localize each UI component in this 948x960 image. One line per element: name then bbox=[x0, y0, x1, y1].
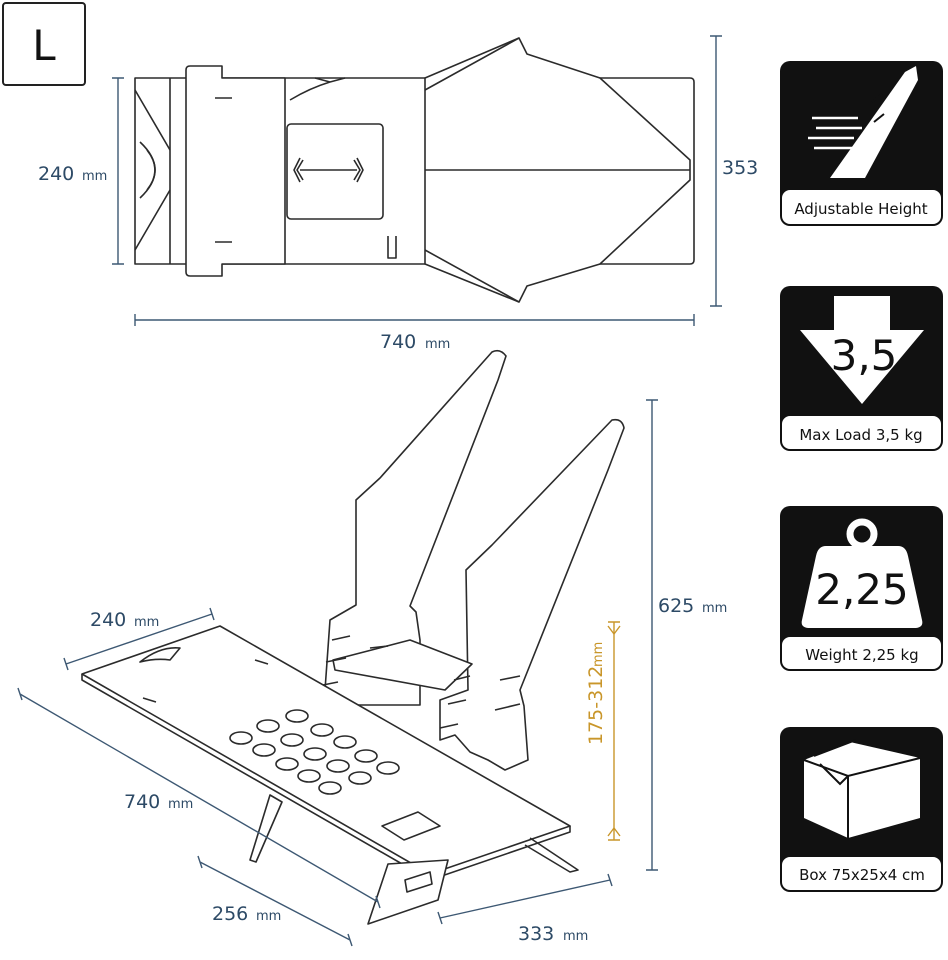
iso-width-unit: mm bbox=[134, 615, 159, 630]
iso-height-label: 625 bbox=[658, 595, 694, 617]
iso-adjust-range-label: 175-312 bbox=[585, 666, 607, 745]
iso-adjust-range-unit: mm bbox=[591, 642, 606, 667]
top-length-unit: mm bbox=[425, 337, 450, 352]
iso-depth-label: 333 bbox=[518, 923, 554, 945]
badge-label: Weight 2,25 kg bbox=[805, 646, 918, 664]
box-icon bbox=[803, 739, 921, 838]
iso-height-unit: mm bbox=[702, 601, 727, 616]
weight-icon bbox=[801, 518, 923, 628]
iso-length-unit: mm bbox=[168, 797, 193, 812]
badge-adjustable-height: Adjustable Height bbox=[780, 61, 943, 226]
size-indicator: L bbox=[2, 2, 86, 86]
badge-value: 2,25 bbox=[815, 565, 909, 614]
badge-box: Box 75x25x4 cm bbox=[780, 727, 943, 892]
badge-label: Box 75x25x4 cm bbox=[799, 866, 925, 884]
iso-leg-span-label: 256 bbox=[212, 903, 248, 925]
adjustable-height-icon bbox=[808, 66, 918, 178]
top-width-label: 240 bbox=[38, 163, 74, 185]
iso-leg-span-unit: mm bbox=[256, 909, 281, 924]
iso-width-label: 240 bbox=[90, 609, 126, 631]
top-width-unit: mm bbox=[82, 169, 107, 184]
badge-value: 3,5 bbox=[831, 331, 898, 380]
badge-max-load: 3,5 Max Load 3,5 kg bbox=[780, 286, 943, 451]
badge-weight: 2,25 Weight 2,25 kg bbox=[780, 506, 943, 671]
tabletop-holes bbox=[229, 709, 400, 795]
top-depth-label: 353 bbox=[722, 157, 758, 179]
badge-label: Adjustable Height bbox=[794, 200, 927, 218]
iso-view-drawing bbox=[17, 349, 658, 947]
top-length-label: 740 bbox=[380, 331, 416, 353]
iso-length-label: 740 bbox=[124, 791, 160, 813]
top-view-drawing bbox=[112, 35, 722, 326]
iso-depth-unit: mm bbox=[563, 929, 588, 944]
badge-label: Max Load 3,5 kg bbox=[799, 426, 922, 444]
size-letter: L bbox=[32, 21, 56, 70]
down-arrow-icon bbox=[800, 296, 924, 404]
